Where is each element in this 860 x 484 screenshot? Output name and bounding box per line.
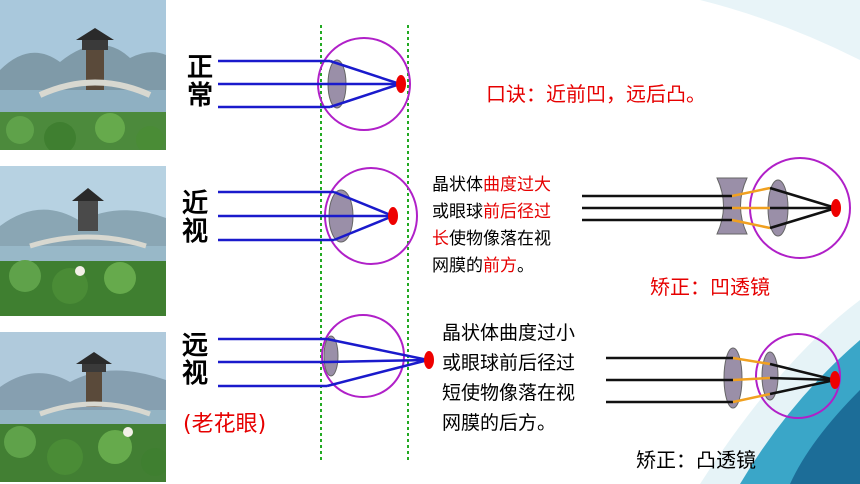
hyperopia-desc-line-3: 短使物像落在视 bbox=[442, 382, 576, 404]
landscape-photo-3 bbox=[0, 332, 166, 482]
landscape-photo-1 bbox=[0, 0, 166, 150]
correction-myopia-label: 矫正：凹透镜 bbox=[650, 275, 770, 299]
myopia-desc-line-2: 或眼球前后径过 bbox=[432, 202, 551, 222]
label-myopia-char-2: 视 bbox=[181, 217, 208, 247]
myopia-desc-line-1: 晶状体曲度过大 bbox=[432, 175, 551, 195]
hyperopia-desc-line-1: 晶状体曲度过小 bbox=[442, 322, 576, 344]
hyperopia-description: 晶状体曲度过小 或眼球前后径过 短使物像落在视 网膜的后方。 bbox=[442, 318, 575, 438]
hyperopia-desc-line-4: 网膜的后方。 bbox=[442, 412, 557, 434]
myopia-description: 晶状体曲度过大 或眼球前后径过 长使物像落在视 网膜的前方。 bbox=[432, 172, 551, 280]
mnemonic-text: 口诀：近前凹，远后凸。 bbox=[486, 82, 706, 106]
correction-hyperopia-label: 矫正：凸透镜 bbox=[636, 448, 756, 472]
label-normal: 正 常 bbox=[185, 54, 215, 110]
label-myopia: 近 视 bbox=[180, 190, 210, 246]
label-myopia-char-1: 近 bbox=[181, 189, 208, 219]
label-hyperopia-char-1: 远 bbox=[181, 331, 208, 361]
normal-eye bbox=[218, 37, 411, 131]
label-hyperopia-char-2: 视 bbox=[181, 359, 208, 389]
myopia-desc-line-4: 网膜的前方。 bbox=[432, 256, 534, 276]
label-normal-char-2: 常 bbox=[186, 81, 213, 111]
myopic-eye bbox=[218, 167, 418, 265]
myopia-desc-line-3: 长使物像落在视 bbox=[432, 229, 551, 249]
label-hyperopia: 远 视 bbox=[180, 332, 210, 388]
label-normal-char-1: 正 bbox=[186, 53, 213, 83]
hyperopia-correction-diagram bbox=[606, 333, 841, 419]
hyperopia-desc-line-2: 或眼球前后径过 bbox=[442, 352, 576, 374]
myopia-correction-diagram bbox=[582, 157, 851, 259]
presbyopia-note: (老花眼) bbox=[183, 412, 267, 437]
landscape-photo-2 bbox=[0, 166, 166, 316]
hyperopic-eye bbox=[218, 314, 434, 398]
